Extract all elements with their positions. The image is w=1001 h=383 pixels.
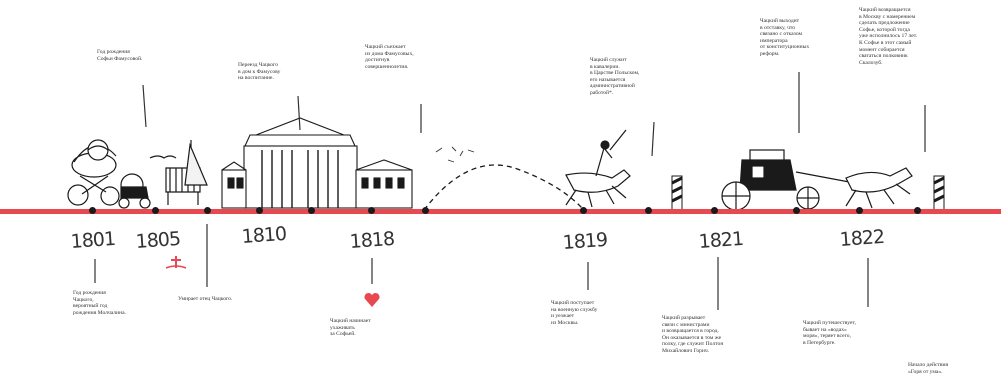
- timeline-dot: [256, 207, 263, 214]
- year-label: 1819: [562, 228, 608, 254]
- event-note: Чацкий служит в кавалерии. в Царстве Пол…: [590, 57, 640, 96]
- timeline-dot: [793, 207, 800, 214]
- connector-line: [651, 121, 655, 157]
- timeline-dot: [204, 207, 211, 214]
- event-note: Чацкий возвращается в Москву с намерение…: [859, 7, 918, 66]
- event-note: Переезд Чацкого в дом к Фамусову на восп…: [238, 62, 281, 82]
- connector-line: [142, 84, 147, 128]
- timeline-dot: [422, 207, 429, 214]
- baby-carriage-illustration: [67, 139, 151, 209]
- event-note: Чацкий выходит в отставку, что связано с…: [760, 18, 810, 57]
- year-label: 1822: [839, 225, 885, 251]
- grave-icon: [165, 256, 187, 269]
- timeline-dot: [645, 207, 652, 214]
- connectors-below: [94, 224, 869, 310]
- timeline-dot: [711, 207, 718, 214]
- connectors-above: [142, 72, 926, 157]
- event-note: Чацкий разрывает связи с министрами и во…: [662, 315, 724, 354]
- event-note: Начало действия «Горя от ума».: [908, 362, 949, 375]
- carriage-illustration: [721, 149, 913, 211]
- timeline-dot: [152, 207, 159, 214]
- flying-papers: [435, 146, 475, 163]
- event-note: Год рождения Чацкого, вероятный год рожд…: [73, 290, 126, 316]
- event-note: Чацкий съезжает из дома Фамусовых, дости…: [365, 44, 414, 70]
- year-label: 1818: [349, 227, 395, 253]
- timeline-axis: [0, 209, 1001, 214]
- border-post-illustration: [671, 175, 945, 211]
- year-label: 1810: [241, 222, 287, 248]
- timeline-dot: [368, 207, 375, 214]
- event-note: Чацкий путешествует, бывает на «водах» м…: [803, 320, 856, 346]
- crib-illustration: [149, 140, 208, 205]
- timeline-dot: [89, 207, 96, 214]
- event-note: Чацкий начинает ухаживать за Софьей.: [330, 318, 371, 338]
- event-note: Год рождения Софьи Фамусовой.: [97, 49, 143, 62]
- heart-icon: [364, 292, 380, 307]
- timeline-dot: [856, 207, 863, 214]
- timeline-dot: [308, 207, 315, 214]
- timeline-dot: [914, 207, 921, 214]
- event-note: Умирает отец Чацкого.: [178, 296, 233, 302]
- manor-house-illustration: [221, 117, 413, 209]
- year-label: 1801: [70, 227, 116, 253]
- event-note: Чацкий поступает на военную службу и уез…: [551, 300, 598, 326]
- travel-arc: [423, 164, 583, 211]
- year-label: 1805: [135, 227, 181, 253]
- rider-illustration: [565, 129, 631, 208]
- connector-line: [297, 95, 301, 131]
- timeline-dot: [580, 207, 587, 214]
- year-label: 1821: [698, 227, 744, 253]
